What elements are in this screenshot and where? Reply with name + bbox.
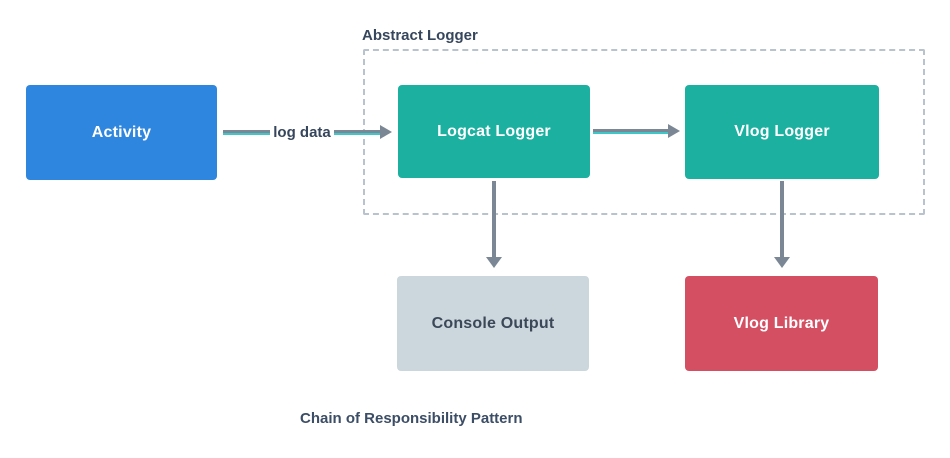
edge-shaft — [333, 129, 382, 135]
node-vlog-logger: Vlog Logger — [685, 85, 879, 179]
group-label-abstract-logger: Abstract Logger — [362, 27, 478, 44]
node-vlog-logger-label: Vlog Logger — [734, 123, 830, 140]
edge-label-log-data: log data — [273, 123, 331, 141]
arrowhead-right-icon — [668, 124, 680, 138]
edge-shaft — [492, 181, 496, 258]
edge-vlog-to-library — [774, 181, 790, 268]
node-console-output-label: Console Output — [431, 314, 555, 332]
node-activity-label: Activity — [91, 123, 152, 141]
edge-shaft — [593, 128, 669, 134]
node-console-output: Console Output — [397, 276, 589, 371]
arrowhead-right-icon — [380, 125, 393, 139]
edge-activity-to-logcat: log data — [223, 121, 393, 143]
arrowhead-down-icon — [486, 257, 502, 268]
node-vlog-library-label: Vlog Library — [733, 314, 830, 332]
edge-logcat-to-vlog — [593, 120, 680, 142]
node-logcat-logger-label: Logcat Logger — [437, 122, 551, 140]
edge-shaft — [223, 129, 271, 135]
diagram-caption: Chain of Responsibility Pattern — [300, 410, 523, 427]
arrowhead-down-icon — [774, 257, 790, 268]
node-vlog-library: Vlog Library — [685, 276, 878, 371]
edge-shaft — [780, 181, 784, 258]
edge-logcat-to-console — [486, 181, 502, 268]
node-activity: Activity — [26, 85, 217, 180]
node-logcat-logger: Logcat Logger — [398, 85, 590, 178]
